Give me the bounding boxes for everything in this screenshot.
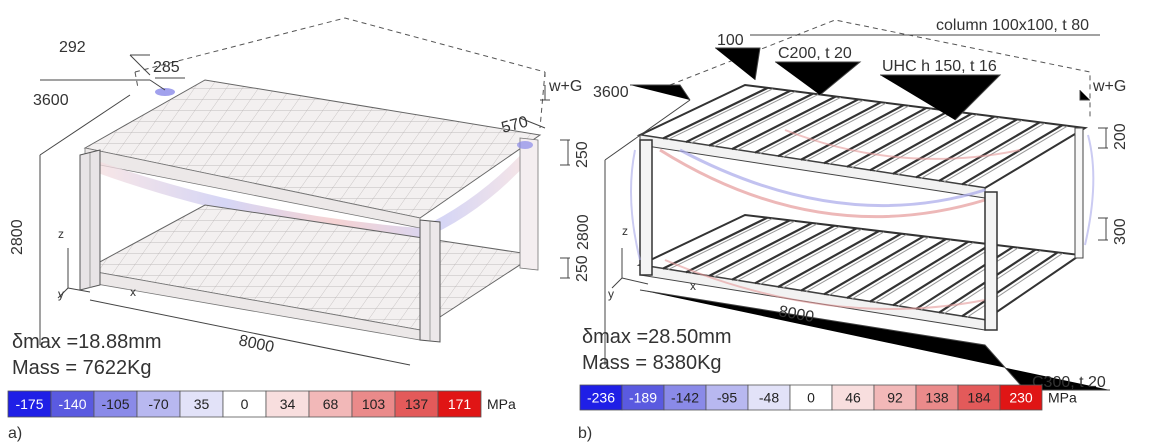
- panel-b-tag: b): [578, 425, 592, 442]
- panel-a-structure: [39, 17, 570, 366]
- panel-b-top-joists: [662, 86, 1068, 186]
- panel-a-scale-cell: [394, 390, 439, 418]
- panel-b-column-right: [1074, 127, 1084, 259]
- axis-y-b: y: [608, 287, 614, 301]
- panel-b-scale-unit: MPa: [1048, 390, 1077, 406]
- panel-a-scale-value: 171: [448, 396, 472, 412]
- panel-a-scale-cell: [50, 390, 95, 418]
- load-label: w+G: [548, 78, 582, 95]
- panel-b-scale-value: 92: [887, 390, 903, 406]
- panel-a-scale-unit: MPa: [487, 396, 516, 412]
- panel-b-scale-cell: [663, 384, 707, 411]
- panel-a-scale-value: 68: [323, 396, 339, 412]
- c200-label: C200, t 20: [778, 45, 852, 62]
- panel-b-scale-value: -236: [587, 390, 615, 406]
- panel-b-scale-cell: [621, 384, 665, 411]
- panel-a-column-right: [519, 137, 539, 271]
- panel-a-mass: Mass = 7622Kg: [12, 357, 152, 379]
- panel-a-scale-cell: [437, 390, 482, 418]
- panel-b-scale-value: 46: [845, 390, 861, 406]
- panel-b-color-scale: -236 -189 -142 -95 -48 0 46 92 138 184 230 MPa: [579, 384, 1077, 411]
- dim-8000-b: 8000: [777, 303, 815, 326]
- panel-b-scale-value: -142: [671, 390, 699, 406]
- dim-570: 570: [500, 114, 530, 137]
- panel-b-scale-cell: [705, 384, 749, 411]
- panel-b-mass: Mass = 8380Kg: [582, 352, 722, 374]
- panel-b-scale-value: -189: [629, 390, 657, 406]
- panel-a-scale-value: 34: [280, 396, 296, 412]
- panel-a-scale-value: 137: [405, 396, 429, 412]
- dim-292: 292: [59, 39, 86, 56]
- dim-8000: 8000: [237, 332, 275, 356]
- panel-b-scale-value: 230: [1009, 390, 1033, 406]
- dim-300: 300: [1112, 218, 1129, 245]
- load-label-b: w+G: [1092, 78, 1126, 95]
- panel-a-scale-cell: [7, 390, 52, 418]
- panel-b-scale-cell: [831, 384, 875, 411]
- panel-b-column-front: [984, 191, 998, 331]
- column-label: column 100x100, t 80: [936, 17, 1089, 34]
- panel-b-column-left: [639, 139, 653, 276]
- axis-z: z: [58, 227, 64, 241]
- panel-b-scale-cell: [999, 384, 1043, 411]
- panel-b-scale-value: -48: [759, 390, 779, 406]
- dim-100: 100: [717, 32, 744, 49]
- panel-b-load-box: [669, 19, 1091, 120]
- panel-b-scale-value: -95: [717, 390, 737, 406]
- axis-z-b: z: [622, 224, 628, 238]
- c300-label: C300, t 20: [1032, 374, 1106, 391]
- panel-a-color-scale: -175 -140 -105 -70 35 0 34 68 103 137 171 MPa: [7, 390, 516, 418]
- dim-3600: 3600: [33, 92, 69, 109]
- panel-a-scale-value: -105: [101, 396, 129, 412]
- axis-x-b: x: [690, 279, 696, 293]
- panel-a-scale-value: 35: [194, 396, 210, 412]
- panel-b-delta: δmax =28.50mm: [582, 326, 732, 348]
- panel-a-scale-cell: [308, 390, 353, 418]
- panel-a-scale-value: 103: [362, 396, 386, 412]
- panel-a-delta: δmax =18.88mm: [12, 331, 162, 353]
- panel-a-scale-value: 0: [241, 396, 249, 412]
- panel-b-scale-cell: [873, 384, 917, 411]
- panel-a-scale-cell: [179, 390, 224, 418]
- dim-250-top: 250: [574, 141, 591, 168]
- dim-250-bottom: 250: [574, 255, 591, 282]
- uhc-label: UHC h 150, t 16: [882, 58, 997, 75]
- panel-a-scale-value: -175: [15, 396, 43, 412]
- panel-a-load-box: [134, 17, 546, 80]
- panel-a-scale-cell: [222, 390, 267, 418]
- panel-b-scale-value: 0: [807, 390, 815, 406]
- axis-x: x: [130, 285, 136, 299]
- panel-b-scale-value: 138: [925, 390, 949, 406]
- panel-b-scale-cell: [789, 384, 833, 411]
- panel-a-scale-value: -70: [148, 396, 168, 412]
- panel-b-bottom-joists: [662, 216, 1063, 318]
- panel-a-scale-value: -140: [58, 396, 86, 412]
- panel-b-scale-cell: [957, 384, 1001, 411]
- panel-a-scale-cell: [136, 390, 181, 418]
- panel-a-tag: a): [8, 425, 22, 442]
- panel-b-structure: [604, 19, 1110, 391]
- panel-b-scale-value: 184: [967, 390, 991, 406]
- dim-285: 285: [153, 59, 180, 76]
- panel-b-labels: 100 3600 2800 8000 w+G 200 300 column 10…: [575, 17, 1129, 442]
- dim-3600-b: 3600: [593, 84, 629, 101]
- panel-b-scale-cell: [747, 384, 791, 411]
- dim-200: 200: [1112, 123, 1129, 150]
- panel-a-labels: 292 285 3600 2800 8000 570 w+G 250 250 z…: [8, 39, 591, 442]
- dim-2800: 2800: [9, 219, 26, 255]
- panel-a-scale-cell: [265, 390, 310, 418]
- axis-y: y: [58, 287, 64, 301]
- dim-2800-b: 2800: [575, 214, 592, 250]
- panel-a-scale-cell: [351, 390, 396, 418]
